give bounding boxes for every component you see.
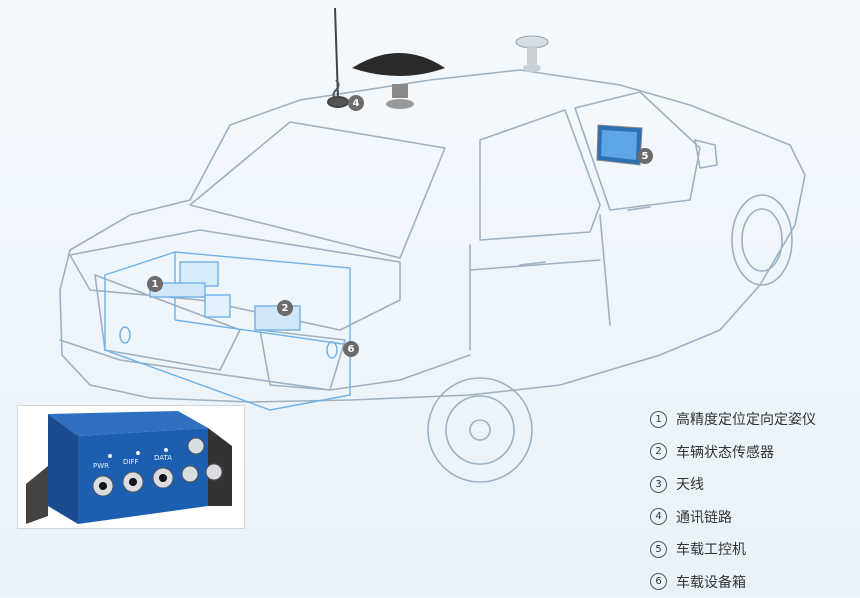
positioning-device-illustration: PWR DIFF DATA	[18, 406, 244, 528]
callout-2: 2	[277, 300, 293, 316]
legend-number: 5	[650, 541, 667, 558]
legend-label: 车载工控机	[676, 539, 746, 559]
legend-item: 6 车载设备箱	[650, 566, 855, 598]
secondary-antenna	[516, 36, 548, 72]
legend-number: 4	[650, 508, 667, 525]
rear-windshield	[190, 122, 445, 258]
legend-item: 2 车辆状态传感器	[650, 436, 855, 469]
legend-item: 1 高精度定位定向定姿仪	[650, 403, 855, 436]
callout-6: 6	[343, 341, 359, 357]
gnss-antenna	[352, 53, 445, 109]
callout-1: 1	[147, 276, 163, 292]
callout-4: 4	[348, 95, 364, 111]
rear-bumper	[60, 340, 470, 390]
device-photo: PWR DIFF DATA	[17, 405, 245, 529]
legend-label: 车载设备箱	[676, 572, 746, 592]
legend-label: 高精度定位定向定姿仪	[676, 409, 816, 429]
legend-label: 天线	[676, 474, 704, 494]
legend-item: 4 通讯链路	[650, 501, 855, 534]
pwr-label: PWR	[93, 462, 109, 470]
legend-label: 通讯链路	[676, 507, 732, 527]
data-label: DATA	[154, 454, 172, 462]
legend-number: 6	[650, 573, 667, 590]
callout-5: 5	[637, 148, 653, 164]
trunk-equipment-box	[105, 252, 350, 410]
legend-number: 3	[650, 476, 667, 493]
legend-number: 2	[650, 443, 667, 460]
legend-item: 3 天线	[650, 468, 855, 501]
whip-antenna	[328, 8, 348, 107]
legend-number: 1	[650, 411, 667, 428]
legend-item: 5 车载工控机	[650, 533, 855, 566]
vehicle-ipc-screen	[597, 125, 642, 165]
legend-label: 车辆状态传感器	[676, 442, 774, 462]
diff-label: DIFF	[123, 458, 139, 466]
legend: 1 高精度定位定向定姿仪 2 车辆状态传感器 3 天线 4 通讯链路 5 车载工…	[650, 403, 855, 598]
